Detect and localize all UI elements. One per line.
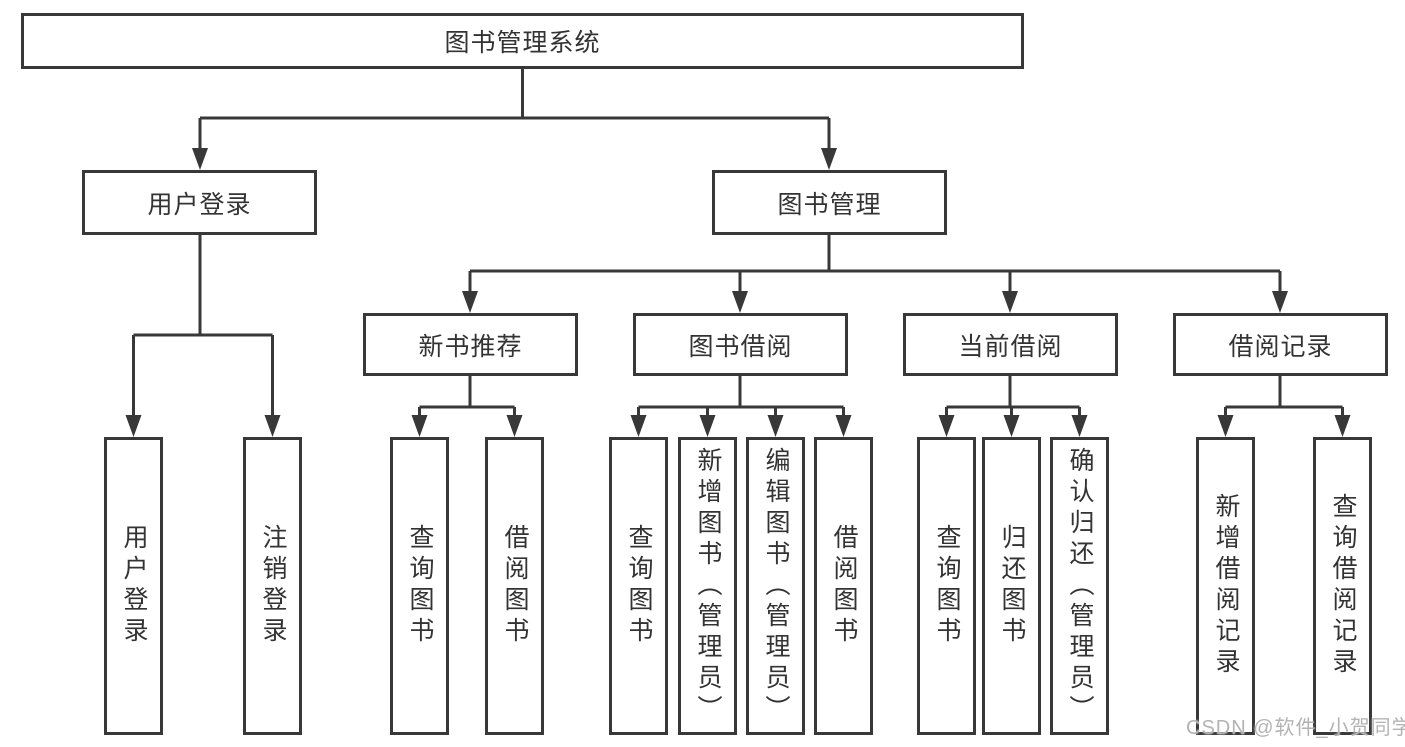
connector-current-branch xyxy=(945,376,1081,419)
arrowhead xyxy=(821,148,837,170)
arrowhead xyxy=(1217,415,1234,437)
arrowheads xyxy=(125,148,1351,437)
node-leaf-borrow-books-recommend: 借阅图书 xyxy=(485,437,544,735)
arrowhead xyxy=(462,291,478,313)
arrowhead xyxy=(767,415,784,437)
arrowhead xyxy=(1002,291,1018,313)
node-leaf-query-books-borrowing: 查询图书 xyxy=(609,437,668,735)
connectors xyxy=(132,69,1344,419)
node-leaf-add-books-admin: 新增图书（管理员） xyxy=(678,437,737,735)
arrowhead xyxy=(264,415,281,437)
node-leaf-query-borrow-record: 查询借阅记录 xyxy=(1313,437,1372,735)
node-borrowing-records: 借阅记录 xyxy=(1173,313,1388,376)
arrowhead xyxy=(732,291,748,313)
node-new-book-recommendation: 新书推荐 xyxy=(363,313,578,376)
arrowhead xyxy=(1071,415,1088,437)
node-book-management: 图书管理 xyxy=(712,170,947,235)
connector-new-book-branch xyxy=(418,376,516,419)
arrowhead xyxy=(506,415,523,437)
arrowhead xyxy=(125,415,142,437)
arrowhead xyxy=(630,415,647,437)
node-leaf-confirm-return-admin: 确认归还（管理员） xyxy=(1050,437,1109,735)
node-leaf-edit-books-admin: 编辑图书（管理员） xyxy=(746,437,805,735)
node-library-management-system: 图书管理系统 xyxy=(21,13,1024,69)
arrowhead xyxy=(192,148,208,170)
node-leaf-query-books-current: 查询图书 xyxy=(917,437,976,735)
arrowhead xyxy=(938,415,955,437)
arrowhead xyxy=(411,415,428,437)
arrowhead xyxy=(699,415,716,437)
node-user-login: 用户登录 xyxy=(82,170,317,235)
connector-user-login-branch xyxy=(132,235,274,419)
connector-records-branch xyxy=(1224,376,1344,419)
node-book-borrowing: 图书借阅 xyxy=(633,313,848,376)
node-leaf-return-books: 归还图书 xyxy=(982,437,1041,735)
watermark-text: CSDN @软件_小贺同学 xyxy=(1186,717,1405,739)
node-leaf-user-login: 用户登录 xyxy=(104,437,163,735)
connector-borrowing-branch xyxy=(637,376,845,419)
connector-root-to-level2 xyxy=(198,69,831,150)
arrowhead xyxy=(1334,415,1351,437)
node-leaf-query-books-recommend: 查询图书 xyxy=(390,437,449,735)
node-leaf-logout-login: 注销登录 xyxy=(243,437,302,735)
node-leaf-add-borrow-record: 新增借阅记录 xyxy=(1196,437,1255,735)
node-current-borrowing: 当前借阅 xyxy=(903,313,1118,376)
node-leaf-borrow-books-borrowing: 借阅图书 xyxy=(814,437,873,735)
arrowhead xyxy=(1003,415,1020,437)
arrowhead xyxy=(1272,291,1288,313)
arrowhead xyxy=(835,415,852,437)
connector-book-mgmt-branch xyxy=(468,235,1282,295)
